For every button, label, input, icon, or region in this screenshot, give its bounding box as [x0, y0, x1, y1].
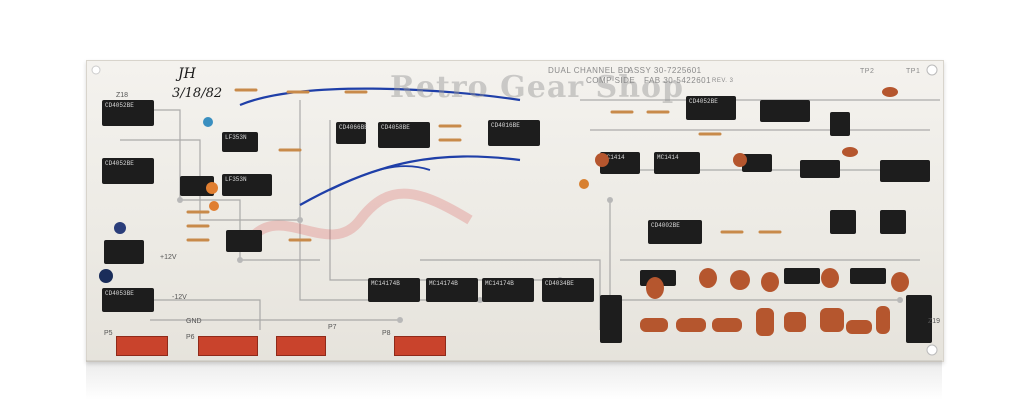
jumper-wire-2 [299, 155, 521, 206]
ic-chip: MC14174B [368, 278, 420, 302]
jumper-wire-3 [329, 165, 431, 191]
test-point-2: TP2 [860, 68, 875, 75]
ic-chip: MC14174B [482, 278, 534, 302]
connector-p8 [394, 336, 446, 356]
revision-label: REV. 3 [712, 78, 734, 84]
connector-label: P5 [104, 330, 113, 337]
connector-p7 [276, 336, 326, 356]
ic-chip: CD4053BE [102, 288, 154, 312]
ic-chip: MC1414 [600, 152, 640, 174]
fab-number: FAB 30-5422601 [644, 76, 712, 85]
jumper-wire-1 [239, 87, 521, 107]
watermark-text: Retro Gear Shop [390, 70, 684, 105]
connector-p5 [116, 336, 168, 356]
ic-chip: MC14174B [426, 278, 478, 302]
minus12-label: -12V [172, 294, 187, 301]
connector-label: P7 [328, 324, 337, 331]
ic-chip: CD4058BE [378, 122, 430, 148]
connector-p6 [198, 336, 258, 356]
ic-chip: LF353N [222, 174, 272, 196]
test-point-1: TP1 [906, 68, 921, 75]
z19-label: Z19 [928, 318, 941, 325]
handwritten-date: 3/18/82 [172, 86, 223, 101]
connector-label: P6 [186, 334, 195, 341]
plus12-label: +12V [160, 254, 177, 261]
handwritten-initials: JH [178, 66, 196, 82]
connector-label: P8 [382, 330, 391, 337]
board-title: DUAL CHANNEL BD. [548, 66, 633, 75]
ic-chip: CD4002BE [648, 220, 702, 244]
ic-chip: CD4034BE [542, 278, 594, 302]
z18-label: Z18 [116, 92, 129, 99]
ic-chip: CD4052BE [102, 158, 154, 184]
comp-side-label: COMP SIDE [586, 76, 636, 85]
ic-chip: MC1414 [654, 152, 700, 174]
assembly-number: ASSY 30-7225601 [628, 66, 702, 75]
ic-chip: CD4052BE [686, 96, 736, 120]
gnd-label: GND [186, 318, 202, 325]
ic-chip: CD4066BE [336, 122, 368, 144]
board-reflection [86, 360, 942, 400]
ic-chip: CD4016BE [488, 120, 540, 146]
ic-chip: LF353N [222, 132, 258, 152]
ic-chip: CD4052BE [102, 100, 154, 126]
